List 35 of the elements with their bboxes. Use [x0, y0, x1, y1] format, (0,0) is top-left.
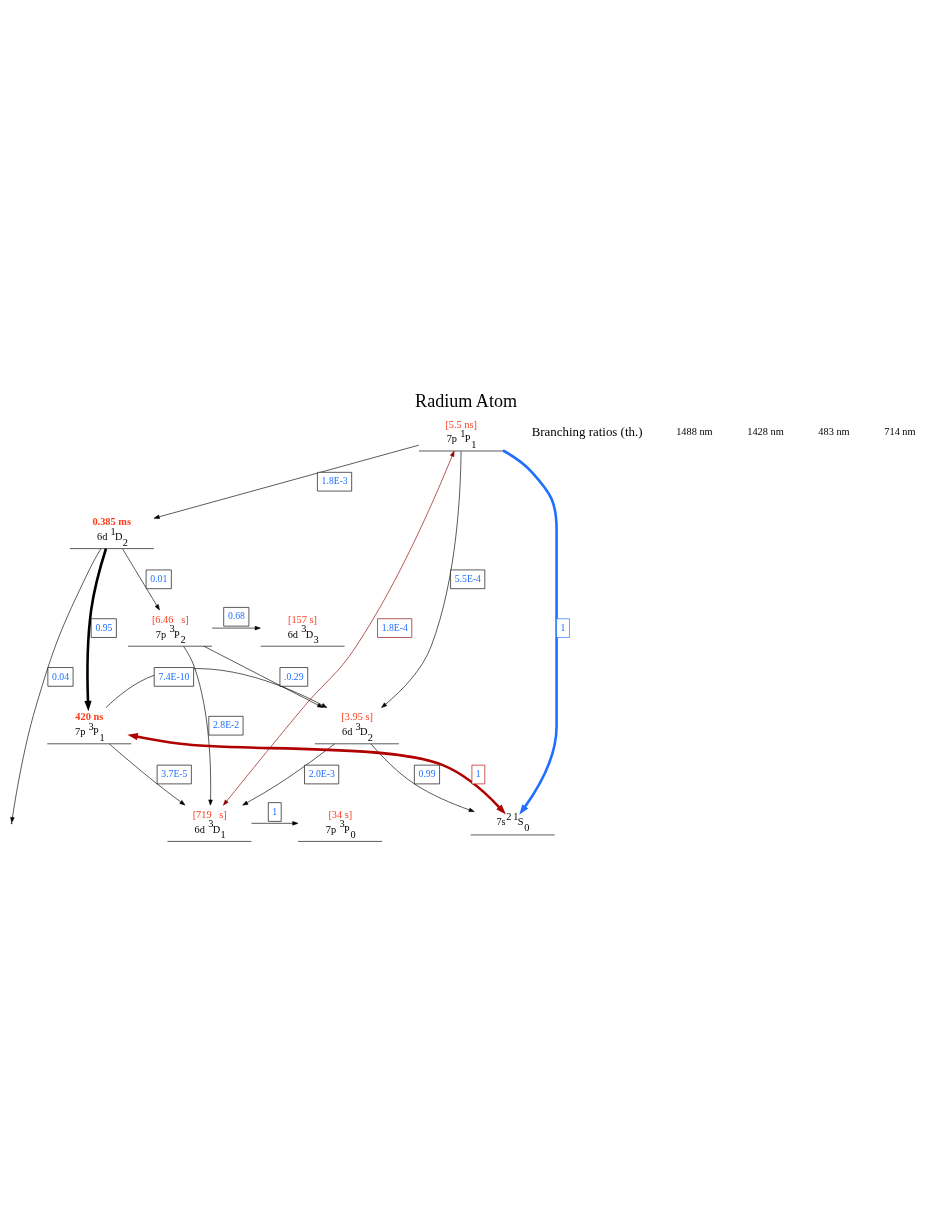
- arrow: [84, 547, 108, 711]
- arrow: [242, 743, 335, 805]
- arrow: [108, 743, 186, 805]
- arrow: [370, 743, 475, 812]
- arrow: [183, 645, 213, 805]
- edge-label: 5.5E-4: [454, 572, 481, 584]
- edge-label: 1: [272, 805, 278, 817]
- label: 1488 nm: [676, 425, 713, 437]
- edge-label: 2.0E-3: [308, 767, 335, 779]
- edge-label: 7.4E-10: [158, 669, 190, 681]
- edge-label: 0.04: [52, 669, 70, 681]
- edge-label: .0.29: [284, 669, 304, 681]
- edge-label: 1.8E-3: [321, 474, 348, 486]
- label: 1428 nm: [747, 425, 784, 437]
- edge-label: 3.7E-5: [161, 767, 188, 779]
- arrow: [502, 448, 558, 815]
- arrow: [153, 444, 420, 519]
- edge-label: 0.95: [95, 621, 113, 633]
- label: 483 nm: [818, 425, 850, 437]
- diagram-title: Radium Atom: [415, 390, 518, 411]
- arrow: [203, 645, 324, 708]
- edge-label: 1: [560, 621, 566, 633]
- edge-label: 1: [475, 767, 481, 779]
- arrow: [122, 548, 160, 610]
- label: Branching ratios (th.): [531, 423, 643, 439]
- edge-label: 0.99: [418, 767, 436, 779]
- arrow: [211, 625, 261, 630]
- arrow: [381, 450, 462, 708]
- edge-label: 2.8E-2: [213, 718, 240, 730]
- arrow: [127, 732, 506, 815]
- arrow: [251, 820, 299, 825]
- edge-label: 1.8E-4: [381, 621, 408, 633]
- label: 714 nm: [884, 425, 916, 437]
- edge-label: 0.68: [227, 609, 245, 621]
- edge-label: 0.01: [150, 572, 168, 584]
